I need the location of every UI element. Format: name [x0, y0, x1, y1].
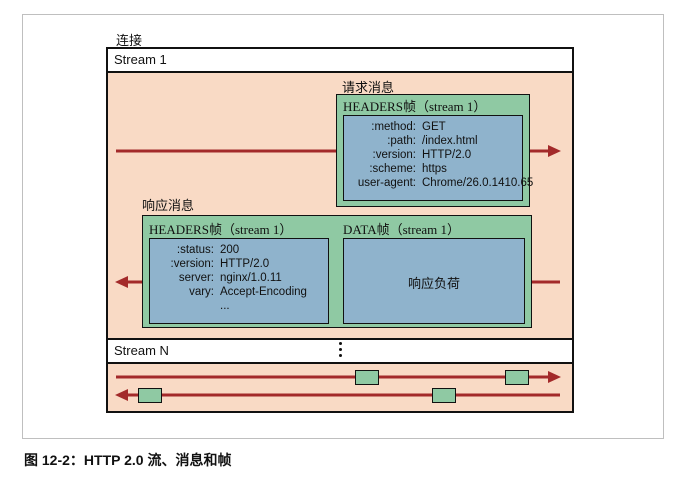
- connection-label: 连接: [116, 33, 143, 48]
- streamN-arrow-left-head: [115, 389, 128, 401]
- request-field-row: :path: /index.html: [348, 134, 533, 148]
- field-value: HTTP/2.0: [422, 149, 472, 161]
- field-value: HTTP/2.0: [220, 258, 270, 270]
- request-message-label: 请求消息: [342, 80, 395, 95]
- frame-token: [432, 388, 456, 403]
- field-value: ...: [220, 300, 230, 312]
- ellipsis-dot: [339, 348, 342, 351]
- field-key: :method:: [371, 121, 416, 133]
- request-headers-frame-title: HEADERS帧（stream 1）: [343, 99, 487, 114]
- response-field-row: ...: [154, 299, 307, 313]
- request-field-row: user-agent: Chrome/26.0.1410.65: [348, 176, 533, 190]
- streamN-body: [106, 362, 574, 413]
- field-key: vary:: [189, 286, 214, 298]
- stream1-label: Stream 1: [114, 52, 167, 67]
- request-arrow-head: [548, 145, 561, 157]
- response-arrow-head: [115, 276, 128, 288]
- streamN-arrow-right-head: [548, 371, 561, 383]
- figure-frame: [22, 14, 664, 439]
- streamN-label: Stream N: [114, 343, 169, 358]
- response-message-label: 响应消息: [142, 198, 195, 213]
- field-key: :version:: [170, 258, 214, 270]
- request-field-row: :scheme: https: [348, 162, 533, 176]
- field-value: nginx/1.0.11: [220, 272, 282, 284]
- response-data-frame-title: DATA帧（stream 1）: [343, 222, 461, 237]
- response-data-block: 响应负荷: [343, 238, 525, 324]
- response-field-row: server: nginx/1.0.11: [154, 271, 307, 285]
- field-value: Chrome/26.0.1410.65: [422, 177, 534, 189]
- request-fields: :method: GET :path: /index.html :version: H…: [348, 120, 533, 190]
- field-key: user-agent:: [357, 177, 416, 189]
- frame-token: [138, 388, 162, 403]
- field-value: /index.html: [422, 135, 478, 147]
- ellipsis-dot: [339, 354, 342, 357]
- field-key: :status:: [176, 244, 214, 256]
- ellipsis-dot: [339, 342, 342, 345]
- figure-caption: 图 12-2：HTTP 2.0 流、消息和帧: [24, 452, 232, 468]
- request-field-row: :method: GET: [348, 120, 533, 134]
- response-field-row: vary: Accept-Encoding: [154, 285, 307, 299]
- response-message-box: HEADERS帧（stream 1） DATA帧（stream 1） :stat…: [142, 215, 532, 328]
- field-key: server:: [178, 272, 214, 284]
- response-headers-block: :status: 200 :version: HTTP/2.0 server: ngi…: [149, 238, 329, 324]
- field-value: 200: [220, 244, 240, 256]
- frame-token: [355, 370, 379, 385]
- field-key: :version:: [372, 149, 416, 161]
- response-fields: :status: 200 :version: HTTP/2.0 server: ngi…: [154, 243, 307, 313]
- field-value: https: [422, 163, 447, 175]
- frame-token: [505, 370, 529, 385]
- response-payload-label: 响应负荷: [407, 276, 460, 291]
- field-value: Accept-Encoding: [220, 286, 307, 298]
- request-field-row: :version: HTTP/2.0: [348, 148, 533, 162]
- field-key: :path:: [387, 135, 416, 147]
- field-key: :scheme:: [369, 163, 416, 175]
- request-headers-block: :method: GET :path: /index.html :version: H…: [343, 115, 533, 201]
- request-headers-frame: HEADERS帧（stream 1） :method: GET :path: /in…: [336, 94, 533, 207]
- response-headers-frame-title: HEADERS帧（stream 1）: [149, 222, 293, 237]
- field-value: GET: [422, 121, 446, 133]
- response-field-row: :status: 200: [154, 243, 307, 257]
- response-field-row: :version: HTTP/2.0: [154, 257, 307, 271]
